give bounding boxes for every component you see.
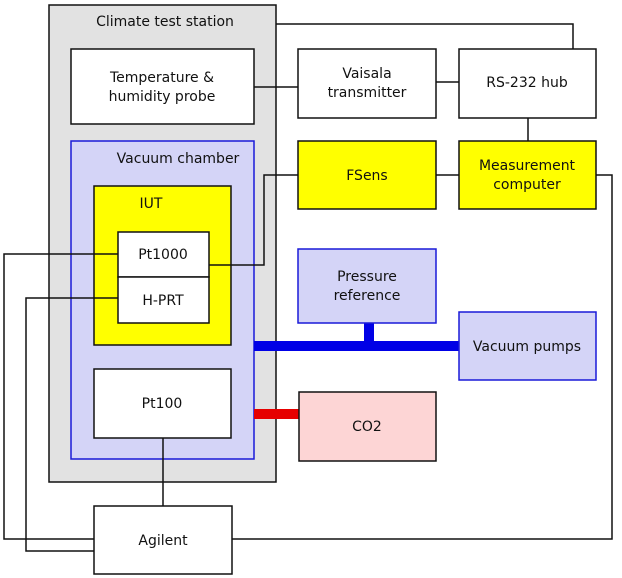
station-to-hub-line bbox=[276, 23, 574, 49]
vaisala-transmitter-label-line1: Vaisala bbox=[342, 66, 391, 82]
pt1000-to-fsens-line bbox=[209, 174, 298, 266]
pt100-box bbox=[93, 368, 232, 439]
vacuum-pipe-horizontal bbox=[254, 341, 460, 351]
measurement-computer-box bbox=[458, 140, 597, 210]
iut-label: IUT bbox=[140, 196, 163, 212]
pressure-reference-box bbox=[297, 248, 437, 324]
agilent-box bbox=[93, 505, 233, 575]
vacuum-pumps-box bbox=[458, 311, 597, 381]
vaisala-transmitter-label-line2: transmitter bbox=[328, 85, 407, 101]
fsens-box bbox=[297, 140, 437, 210]
vacuum-pipe-vertical bbox=[364, 323, 374, 345]
climate-station-label: Climate test station bbox=[96, 14, 234, 30]
pt1000-box bbox=[117, 231, 210, 278]
rs232-hub-box bbox=[458, 48, 597, 119]
temperature-humidity-probe-label-line1: Temperature & bbox=[109, 70, 214, 86]
hprt-box bbox=[117, 276, 210, 324]
agilent-to-computer-line bbox=[232, 174, 613, 540]
pressure-reference-label-line1: Pressure bbox=[337, 269, 397, 285]
temperature-humidity-probe-label-line2: humidity probe bbox=[109, 89, 216, 105]
temperature-humidity-probe-box bbox=[70, 48, 255, 125]
vacuum-pumps-label: Vacuum pumps bbox=[473, 339, 581, 355]
measurement-computer-label-line1: Measurement bbox=[479, 158, 576, 174]
co2-label: CO2 bbox=[352, 419, 382, 435]
co2-box bbox=[298, 391, 437, 462]
rs232-hub-label: RS-232 hub bbox=[486, 75, 568, 91]
measurement-computer-label-line2: computer bbox=[493, 177, 561, 193]
pressure-reference-label-line2: reference bbox=[334, 288, 401, 304]
vaisala-transmitter-box bbox=[297, 48, 437, 119]
vacuum-chamber-label: Vacuum chamber bbox=[117, 151, 240, 167]
pt100-label: Pt100 bbox=[142, 396, 183, 412]
fsens-label: FSens bbox=[346, 168, 387, 184]
pt1000-label: Pt1000 bbox=[138, 247, 188, 263]
hprt-to-agilent-line bbox=[25, 297, 118, 552]
co2-pipe bbox=[254, 409, 299, 419]
agilent-label: Agilent bbox=[138, 533, 188, 549]
hprt-label: H-PRT bbox=[142, 293, 184, 309]
connections bbox=[3, 23, 613, 552]
pt1000-to-agilent-line bbox=[3, 253, 118, 540]
